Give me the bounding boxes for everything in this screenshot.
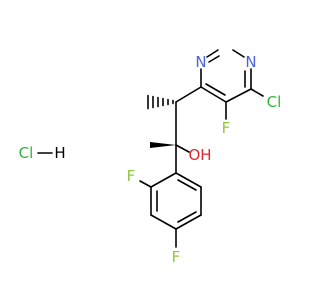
structure-canvas: N N Cl F OH F F Cl H xyxy=(18,49,282,266)
bold-wedge-bond xyxy=(150,142,176,148)
fluorine-atom-label: F xyxy=(127,167,136,185)
molecule-drawing: N N Cl F OH F F Cl H xyxy=(19,49,282,266)
difluorophenyl-ring xyxy=(150,172,202,230)
chlorine-atom-label: Cl xyxy=(267,93,282,111)
nitrogen-atom-label: N xyxy=(245,53,256,71)
fluorine-atom-label: F xyxy=(222,119,231,137)
bond-c3-pyrimidine xyxy=(175,86,202,103)
hcl-hydrogen-label: H xyxy=(54,144,65,162)
nitrogen-atom-label: N xyxy=(195,53,206,71)
bond-c2-oh xyxy=(175,144,190,153)
pyrimidine-ring xyxy=(200,49,252,103)
bond-c6-cl xyxy=(250,88,264,97)
bond-ortho-f xyxy=(139,180,152,188)
fluorine-atom-label: F xyxy=(172,248,181,266)
hcl-chlorine-label: Cl xyxy=(19,144,34,162)
hydroxyl-atom-label: OH xyxy=(188,146,211,164)
hatched-wedge-bond xyxy=(147,94,174,110)
